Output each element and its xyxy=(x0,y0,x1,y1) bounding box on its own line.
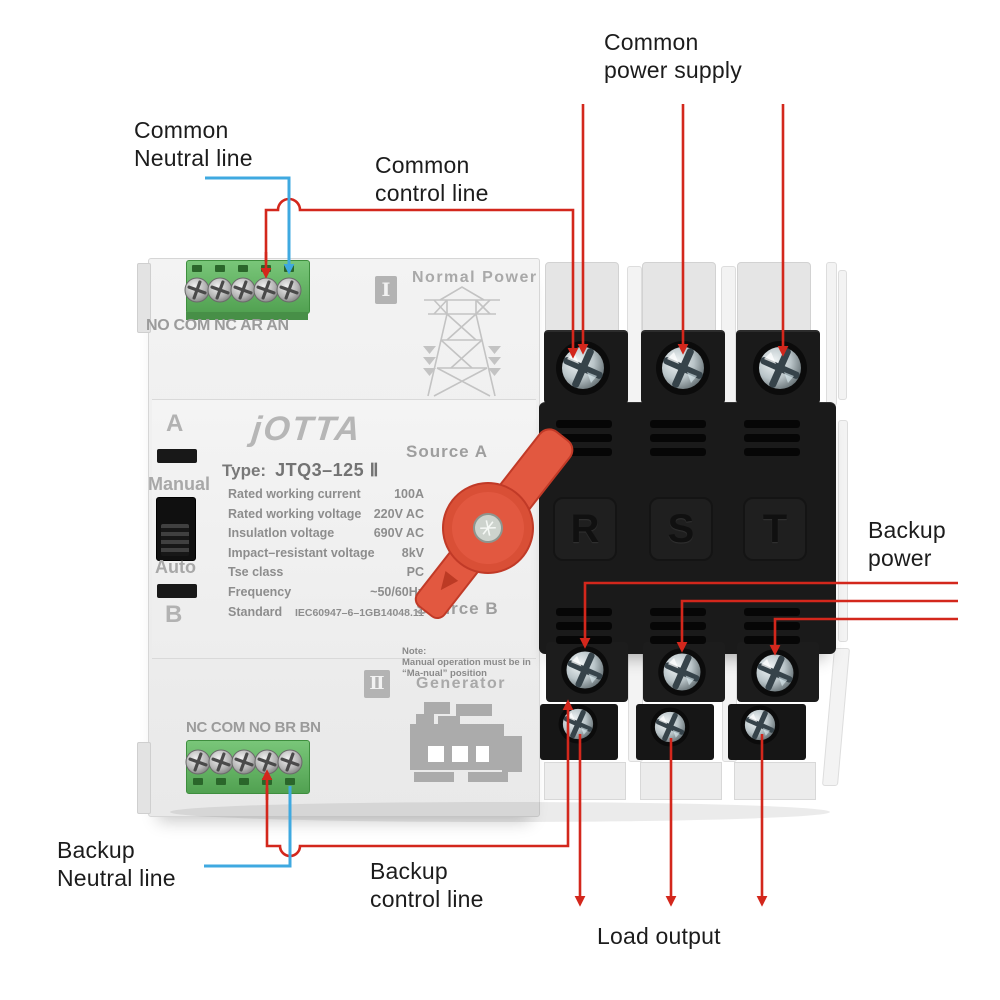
input-terminal-block-3 xyxy=(736,330,820,404)
pole1-base xyxy=(544,762,626,800)
spec-label: Standard xyxy=(228,604,283,619)
pole2-top-tab xyxy=(642,262,716,334)
position-a-label: A xyxy=(166,410,184,437)
manual-note: Note: Manual operation must be in “Ma-nu… xyxy=(402,646,531,679)
phase-letter: S xyxy=(667,506,695,551)
separator-fin xyxy=(826,262,837,406)
control-terminal-bottom xyxy=(186,740,310,794)
spec-label: Frequency xyxy=(228,584,292,599)
load-terminal-block-2 xyxy=(636,704,714,760)
position-b-label: B xyxy=(165,601,183,628)
control-terminal-top-edge xyxy=(186,312,308,320)
spec-value: 690V AC xyxy=(373,526,424,541)
source-a-label: Source A xyxy=(406,442,489,461)
din-clip-top xyxy=(137,263,151,333)
backup-terminal-block-3 xyxy=(737,642,819,702)
brand-logo: jOTTA xyxy=(250,410,364,448)
din-clip-bottom xyxy=(137,742,151,814)
pole2-base xyxy=(640,762,722,800)
spec-value: 220V AC xyxy=(373,506,424,521)
phase-marker-t: T xyxy=(743,497,807,561)
manual-auto-slider xyxy=(156,497,196,561)
backup-terminal-block-2 xyxy=(643,642,725,702)
backup-terminal-block-1 xyxy=(546,642,628,702)
manual-label: Manual xyxy=(148,474,211,494)
indicator-b xyxy=(157,584,197,598)
type-value: JTQ3–125 Ⅱ xyxy=(275,460,379,480)
spec-label: Rated working current xyxy=(228,487,361,501)
annotation-load-output: Load output xyxy=(597,923,721,949)
slider-knob xyxy=(161,524,189,556)
indicator-a xyxy=(157,449,197,463)
spec-value: IEC60947–6–1GB14048.11 xyxy=(294,606,424,619)
type-row: Type: JTQ3–125 Ⅱ xyxy=(222,460,379,481)
generator-label: Generator xyxy=(416,675,506,692)
top-terminal-labels: NO COM NC AR AN xyxy=(146,317,289,334)
spec-label: Impact–resistant voltage xyxy=(228,545,375,560)
spec-row: Rated working current 100A xyxy=(228,487,424,507)
phase-letter: R xyxy=(570,506,600,551)
type-label: Type: xyxy=(222,461,267,480)
spec-label: Insulatlon voltage xyxy=(228,526,335,541)
spec-value: ~50/60Hz xyxy=(370,584,424,599)
bottom-terminal-labels: NC COM NO BR BN xyxy=(186,719,321,736)
auto-label: Auto xyxy=(155,557,196,577)
spec-value: PC xyxy=(406,565,424,580)
annotation-backup-control-line: Backup control line xyxy=(370,858,484,912)
input-terminal-block-1 xyxy=(544,330,628,404)
pole3-top-tab xyxy=(737,262,811,334)
spec-value: 8kV xyxy=(401,545,424,560)
annotation-common-control-line: Common control line xyxy=(375,152,489,206)
spec-value: 100A xyxy=(394,487,424,501)
annotation-backup-power: Backup power xyxy=(868,517,946,571)
phase-marker-s: S xyxy=(649,497,713,561)
annotation-backup-neutral-line: Backup Neutral line xyxy=(57,837,176,891)
spec-label: Rated working voltage xyxy=(228,506,362,521)
control-terminal-top xyxy=(186,260,310,314)
load-terminal-block-3 xyxy=(728,704,806,760)
input-terminal-block-2 xyxy=(641,330,725,404)
pole1-top-tab xyxy=(545,262,619,334)
section1-badge: Ⅰ xyxy=(375,276,397,304)
separator-fin xyxy=(821,648,851,786)
separator-fin xyxy=(838,270,847,400)
phase-marker-r: R xyxy=(553,497,617,561)
separator-fin xyxy=(838,420,848,642)
spec-label: Tse class xyxy=(228,565,284,580)
load-terminal-block-1 xyxy=(540,704,618,760)
spec-row: Insulatlon voltage 690V AC xyxy=(228,526,424,546)
annotation-common-neutral-line: Common Neutral line xyxy=(134,117,253,171)
spec-row: Frequency ~50/60Hz xyxy=(228,585,424,605)
pole3-base xyxy=(734,762,816,800)
source-b-label: Source B xyxy=(416,599,499,618)
spec-row: Tse class PC xyxy=(228,565,424,585)
spec-row: Standard IEC60947–6–1GB14048.11 xyxy=(228,605,424,625)
spec-table: Rated working current 100A Rated working … xyxy=(228,487,424,624)
normal-power-label: Normal Power xyxy=(412,269,538,286)
spec-row: Impact–resistant voltage 8kV xyxy=(228,546,424,566)
section2-badge: Ⅱ xyxy=(364,670,390,698)
spec-row: Rated working voltage 220V AC xyxy=(228,507,424,527)
separator-fin xyxy=(627,266,642,410)
phase-letter: T xyxy=(762,506,788,551)
annotation-common-power-supply: Common power supply xyxy=(604,29,742,83)
